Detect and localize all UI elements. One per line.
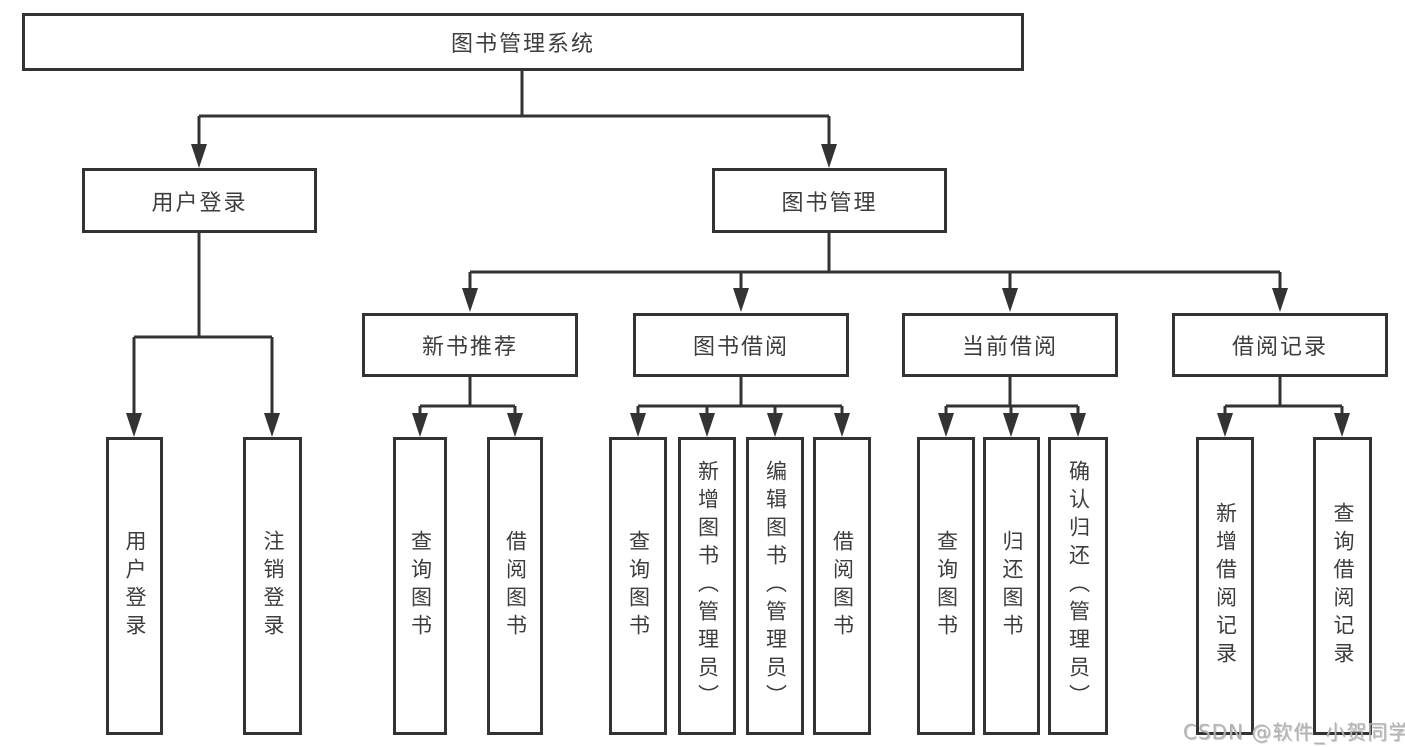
leaf-borrow-books-1-label: 借阅图书 — [503, 530, 528, 642]
leaf-add-borrow-record: 新增借阅记录 — [1196, 437, 1254, 735]
leaf-borrow-books-1: 借阅图书 — [487, 437, 543, 735]
leaf-query-books-3: 查询图书 — [917, 437, 975, 735]
leaf-query-books-1: 查询图书 — [393, 437, 447, 735]
leaf-logout-label: 注销登录 — [261, 530, 285, 642]
leaf-query-borrow-record: 查询借阅记录 — [1313, 437, 1372, 735]
node-new-book-recommend-label: 新书推荐 — [421, 335, 518, 360]
leaf-confirm-return-admin-label: 确认归还（管理员） — [1066, 460, 1091, 712]
leaf-borrow-books-2-label: 借阅图书 — [830, 530, 855, 642]
node-user-login: 用户登录 — [82, 168, 317, 233]
leaf-add-borrow-record-label: 新增借阅记录 — [1213, 502, 1238, 670]
node-new-book-recommend: 新书推荐 — [362, 313, 578, 377]
leaf-add-books-admin-label: 新增图书（管理员） — [695, 460, 720, 712]
leaf-borrow-books-2: 借阅图书 — [813, 437, 871, 735]
leaf-confirm-return-admin: 确认归还（管理员） — [1048, 437, 1108, 735]
leaf-query-books-1-label: 查询图书 — [408, 530, 433, 642]
node-book-borrow-label: 图书借阅 — [692, 335, 789, 360]
node-borrow-records: 借阅记录 — [1172, 313, 1388, 377]
leaf-edit-books-admin-label: 编辑图书（管理员） — [763, 460, 788, 712]
leaf-return-books-label: 归还图书 — [1000, 530, 1024, 642]
leaf-user-login-label: 用户登录 — [123, 530, 147, 642]
node-current-borrow-label: 当前借阅 — [961, 335, 1058, 360]
node-book-management: 图书管理 — [712, 168, 947, 233]
leaf-add-books-admin: 新增图书（管理员） — [678, 437, 736, 735]
leaf-query-books-2-label: 查询图书 — [626, 530, 651, 642]
leaf-query-books-3-label: 查询图书 — [934, 530, 959, 642]
node-current-borrow: 当前借阅 — [902, 313, 1118, 377]
node-borrow-records-label: 借阅记录 — [1231, 335, 1328, 360]
node-user-login-label: 用户登录 — [151, 190, 248, 216]
node-root-label: 图书管理系统 — [450, 32, 595, 57]
leaf-edit-books-admin: 编辑图书（管理员） — [746, 437, 804, 735]
node-root: 图书管理系统 — [22, 13, 1024, 71]
leaf-logout: 注销登录 — [243, 437, 302, 735]
node-book-borrow: 图书借阅 — [633, 313, 849, 377]
node-book-management-label: 图书管理 — [781, 190, 878, 216]
leaf-return-books: 归还图书 — [983, 437, 1040, 735]
leaf-query-borrow-record-label: 查询借阅记录 — [1331, 502, 1355, 670]
leaf-user-login: 用户登录 — [106, 437, 163, 735]
leaf-query-books-2: 查询图书 — [609, 437, 667, 735]
